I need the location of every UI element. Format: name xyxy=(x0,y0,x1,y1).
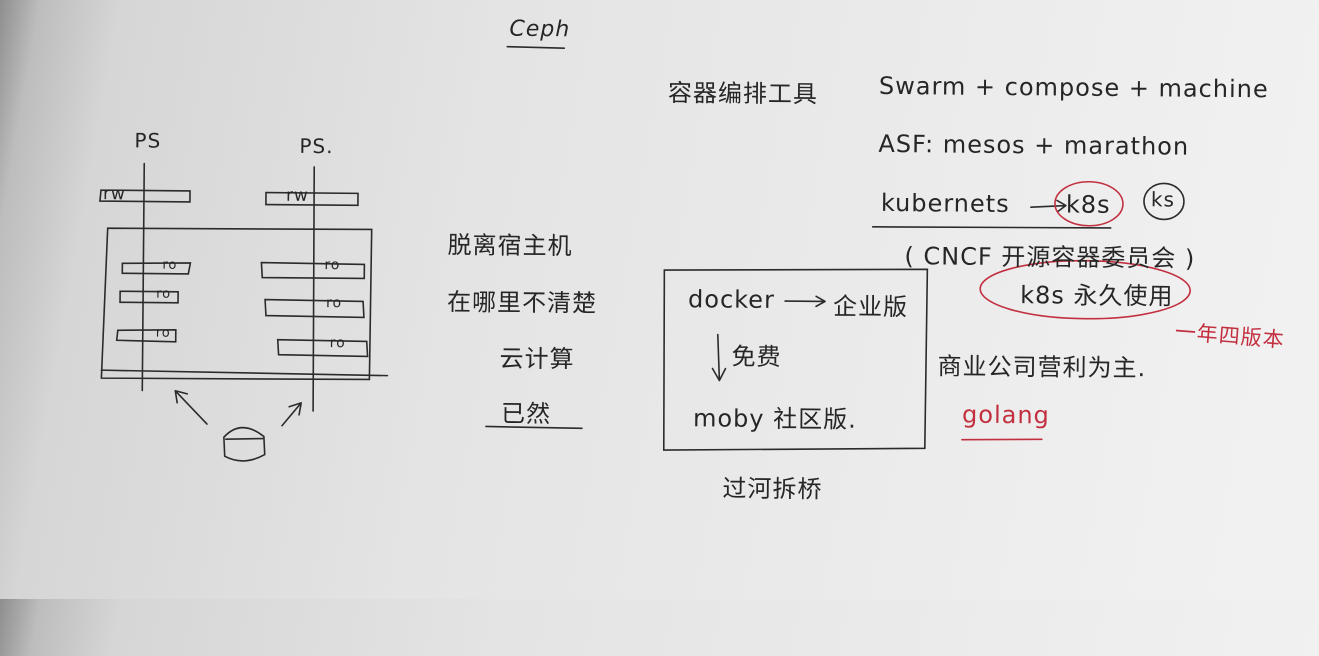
ro-label-right-1: ro xyxy=(324,257,341,274)
golang-note: golang xyxy=(961,400,1050,430)
k8s-forever-ellipse xyxy=(979,259,1191,320)
rw-layer-right xyxy=(265,191,359,207)
arrow-to-right xyxy=(281,402,302,427)
ro-label-right-3: ro xyxy=(329,335,346,352)
ro-layer-right-3 xyxy=(276,338,369,358)
orchestration-k8s: k8s xyxy=(1065,190,1111,219)
ro-layer-right-1 xyxy=(260,261,366,280)
left-stem xyxy=(141,162,146,392)
arrow-to-k8s xyxy=(1030,199,1067,213)
docker-label: docker xyxy=(687,285,776,315)
arrow-to-left xyxy=(174,389,208,425)
notes-underline xyxy=(485,425,583,430)
rw-label-right: rw xyxy=(285,185,309,206)
kubernets-underline xyxy=(871,226,1112,229)
orchestration-ks: ks xyxy=(1150,187,1176,212)
orchestration-k8s-forever: k8s 永久使用 xyxy=(1020,281,1174,311)
enterprise-edition-label: 企业版 xyxy=(832,292,909,322)
ro-label-right-2: ro xyxy=(325,295,343,312)
docker-box xyxy=(662,268,929,451)
ps-label-right: PS. xyxy=(299,133,334,159)
ro-label-left-2: ro xyxy=(156,286,172,302)
orchestration-swarm: Swarm + compose + machine xyxy=(878,71,1269,104)
pot-shape xyxy=(223,426,266,462)
ps-label-left: PS xyxy=(134,128,162,153)
ks-circle xyxy=(1143,182,1185,221)
ro-layer-left-3 xyxy=(115,328,177,343)
rw-label-left: rw xyxy=(102,184,126,205)
host-box xyxy=(100,227,373,381)
note-cloud-computing: 云计算 xyxy=(499,344,575,374)
orchestration-asf: ASF: mesos + marathon xyxy=(878,129,1190,161)
arrow-down-free xyxy=(711,333,727,382)
ro-layer-left-1 xyxy=(121,262,192,275)
ro-layer-right-2 xyxy=(264,298,365,319)
ro-label-left-3: ro xyxy=(155,325,171,341)
note-unclear-where: 在哪里不清楚 xyxy=(446,288,598,318)
title-underline xyxy=(506,45,566,49)
ro-label-left-1: ro xyxy=(162,257,178,273)
golang-underline xyxy=(961,438,1043,441)
burn-bridge-label: 过河拆桥 xyxy=(722,474,823,504)
orchestration-cncf: ( CNCF 开源容器委员会 ) xyxy=(904,242,1196,273)
ro-layer-left-2 xyxy=(119,290,179,304)
moby-community-label: moby 社区版. xyxy=(692,404,857,434)
k8s-circle xyxy=(1054,180,1124,227)
commercial-profit-note: 商业公司营利为主. xyxy=(937,352,1147,383)
orchestration-heading: 容器编排工具 xyxy=(667,79,819,109)
note-already: 已然 xyxy=(500,399,552,429)
note-detach-host: 脱离宿主机 xyxy=(447,231,573,261)
right-stem xyxy=(312,166,316,412)
arrow-to-enterprise xyxy=(784,295,826,308)
host-base-line xyxy=(100,369,389,377)
free-label: 免费 xyxy=(731,342,782,372)
page-title: Ceph xyxy=(509,16,571,43)
orchestration-kubernets: kubernets xyxy=(880,188,1010,219)
rw-layer-left xyxy=(99,189,191,203)
